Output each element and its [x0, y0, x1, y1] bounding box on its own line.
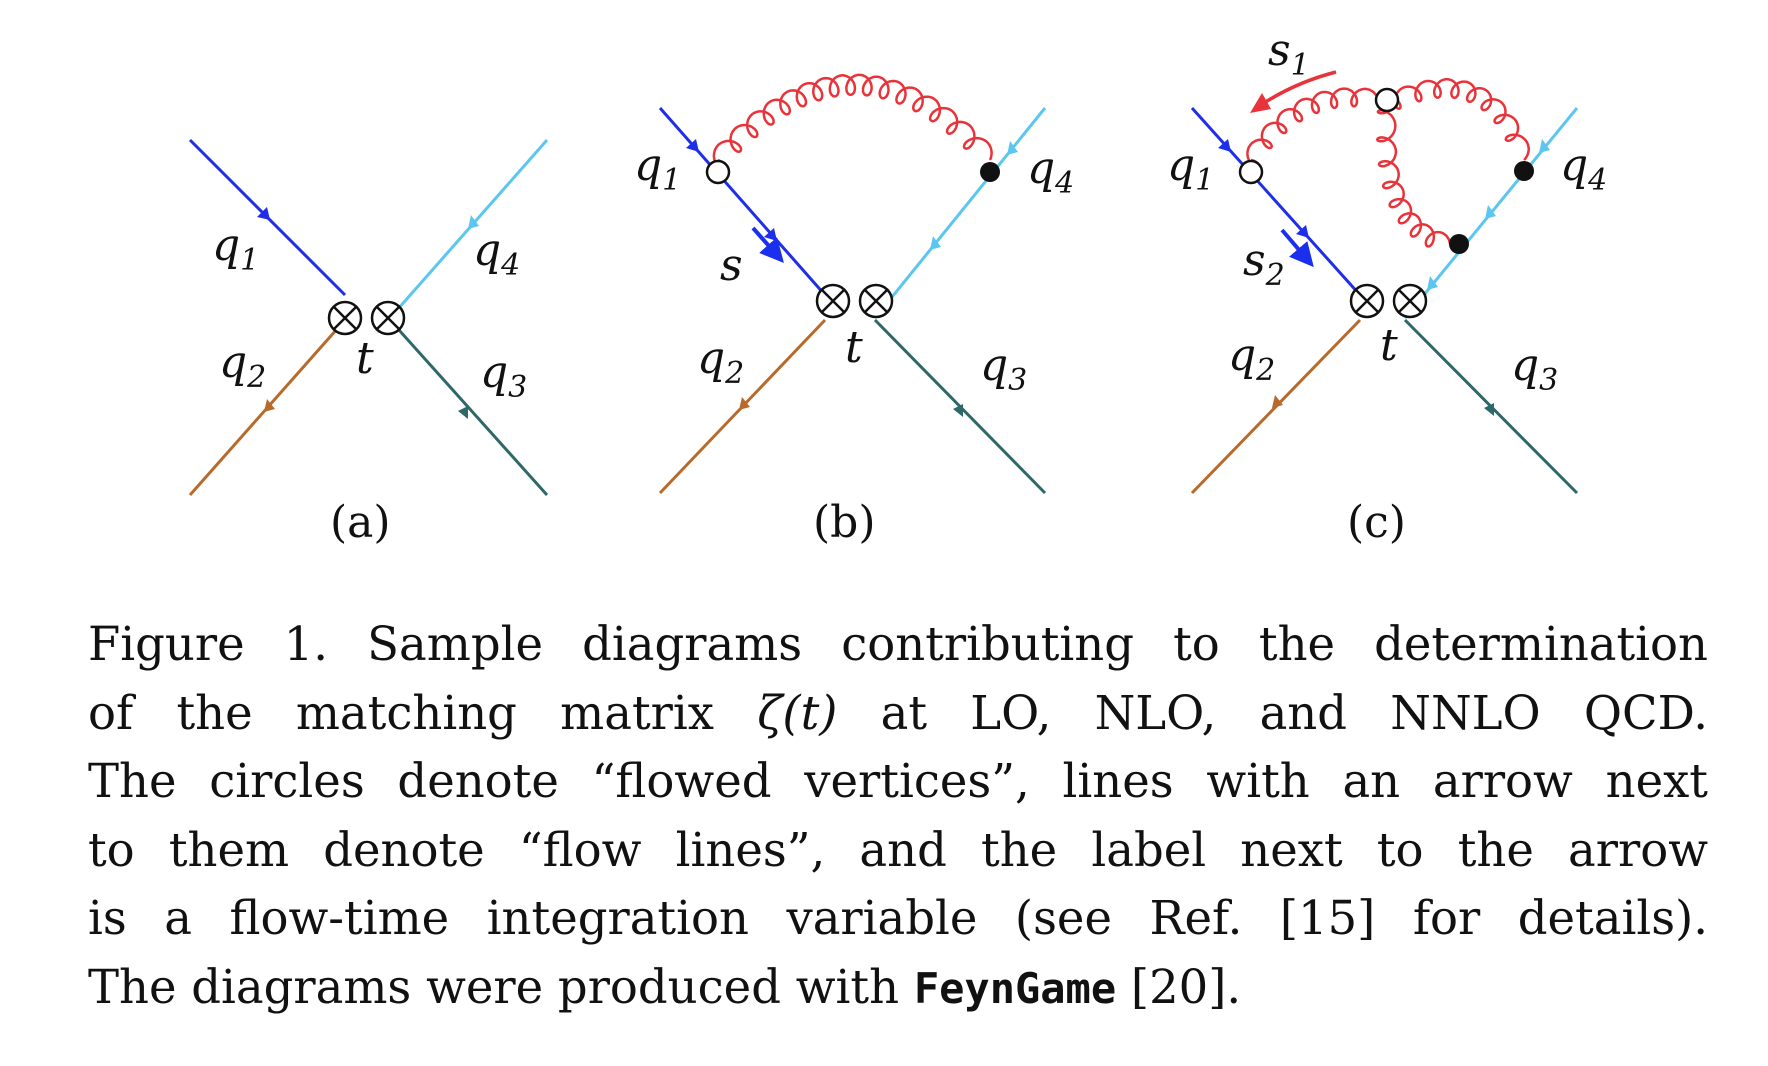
panel-label-a: (a)	[330, 497, 391, 548]
panel-label-b: (b)	[813, 497, 876, 548]
otimes-vertex-left	[327, 300, 363, 336]
q4-arrow-top	[1539, 139, 1550, 153]
gluon-line-left	[1246, 87, 1380, 168]
q3-arrow	[1484, 403, 1494, 416]
figure-caption: Figure 1. Sample diagrams contributing t…	[88, 610, 1708, 1023]
flowed-vertex-gluon	[1374, 87, 1400, 113]
s1-label: s1	[1268, 25, 1310, 83]
q3-line	[388, 318, 549, 497]
panel-label-c: (c)	[1347, 497, 1406, 548]
gluon-line-down	[1375, 109, 1452, 248]
vertex-dot-gluon	[1449, 234, 1469, 254]
gluon-line	[712, 73, 993, 170]
flowed-vertex-q1	[1238, 159, 1264, 185]
q2-label: q2	[1228, 330, 1275, 388]
q4-label: q4	[1560, 140, 1607, 198]
flow-arrow-s2	[1280, 228, 1314, 268]
caption-line-5: is a flow-time integration variable (see…	[88, 891, 1708, 945]
feynman-diagrams-figure: q1 q4 q2 q3 t (a) q1 q4 s	[188, 25, 1607, 548]
otimes-vertex-right	[858, 283, 894, 319]
q3-label: q3	[980, 340, 1027, 398]
otimes-vertex-right	[370, 300, 406, 336]
caption-line-1: Figure 1. Sample diagrams contributing t…	[88, 617, 1708, 671]
vertex-dot	[980, 162, 1000, 182]
q1-label: q1	[212, 220, 259, 278]
q4-arrow-mid	[930, 236, 941, 250]
caption-line-2: of the matching matrix ζ(t) at LO, NLO, …	[88, 685, 1708, 740]
caption-line-4: to them denote “flow lines”, and the lab…	[88, 822, 1708, 877]
flowed-vertex	[705, 159, 731, 185]
q4-arrow	[468, 215, 479, 229]
t-label: t	[356, 333, 374, 384]
q1-label: q1	[634, 140, 681, 198]
t-label: t	[1380, 320, 1398, 371]
caption-line-6: The diagrams were produced with FeynGame…	[88, 959, 1242, 1014]
q2-arrow	[1272, 395, 1283, 408]
otimes-vertex-right	[1392, 283, 1428, 319]
caption-line-3: The circles denote “flowed vertices”, li…	[88, 754, 1708, 808]
flow-arrow	[751, 226, 784, 263]
t-label: t	[845, 322, 863, 373]
otimes-vertex-left	[815, 283, 851, 319]
diagram-c: s1 q1 q4 s2 q2 q3 t (c)	[1167, 25, 1607, 548]
q1-arrow	[257, 207, 270, 220]
s2-label: s2	[1243, 235, 1285, 293]
q1-line	[658, 107, 827, 296]
q1-label: q1	[1167, 140, 1214, 198]
q4-label: q4	[1027, 143, 1074, 201]
q2-label: q2	[219, 337, 266, 395]
q1-line	[1190, 106, 1362, 297]
diagram-a: q1 q4 q2 q3 t (a)	[188, 138, 549, 548]
q1-arrow-top	[686, 139, 699, 152]
q3-label: q3	[1511, 340, 1558, 398]
flow-arrow-s1-head	[1250, 93, 1271, 113]
q4-arrow-mid	[1485, 205, 1496, 219]
q2-arrow	[739, 397, 750, 410]
q1-arrow-mid	[1296, 225, 1309, 238]
q4-line	[388, 139, 549, 319]
flow-label-s: s	[720, 240, 743, 291]
q2-arrow	[264, 399, 275, 412]
otimes-vertex-left	[1349, 283, 1385, 319]
q4-arrow-low	[1427, 276, 1438, 290]
vertex-dot-q4	[1514, 161, 1534, 181]
zeta-of-t: ζ(t)	[757, 685, 838, 740]
feyngame-code: FeynGame	[913, 963, 1117, 1013]
q3-arrow	[458, 406, 468, 419]
q4-arrow-top	[1007, 141, 1018, 155]
q2-label: q2	[697, 333, 744, 391]
q3-arrow	[953, 404, 963, 417]
q1-arrow-top	[1218, 139, 1231, 152]
q3-label: q3	[480, 347, 527, 405]
diagram-b: q1 q4 s q2 q3 t (b)	[634, 73, 1074, 548]
gluon-line-right	[1393, 78, 1530, 161]
q4-line	[873, 107, 1047, 319]
q4-label: q4	[473, 225, 520, 283]
flow-arrow-s1	[1263, 70, 1337, 105]
